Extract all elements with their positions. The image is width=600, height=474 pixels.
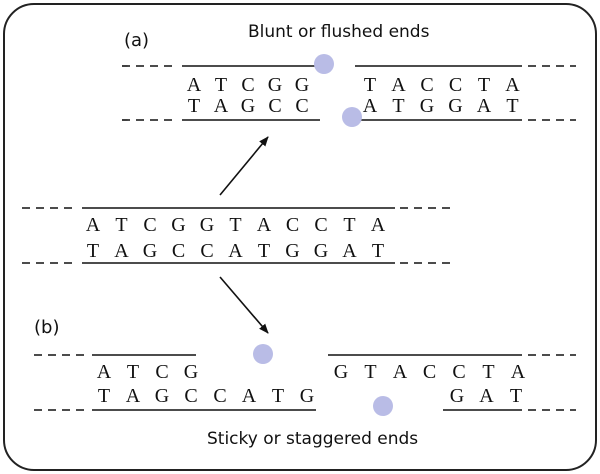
dna-base: T [478,74,490,96]
panel-a-cut-marker-bottom [342,107,362,127]
dna-base: G [420,95,434,117]
dna-base: G [314,240,328,262]
dna-base: T [87,240,99,262]
panel-a-label: (a) [124,30,149,51]
dna-base: A [511,361,526,383]
dna-base: G [268,74,282,96]
dna-base: T [482,361,494,383]
dna-base: A [86,214,101,236]
dna-base: G [450,385,464,407]
dna-base: A [479,385,494,407]
dna-base: T [229,214,241,236]
dna-base: A [477,95,492,117]
dna-base: A [228,240,243,262]
dna-base: A [97,361,112,383]
dna-base: A [505,74,520,96]
dna-base: G [184,361,198,383]
dna-base: G [241,95,255,117]
dna-base: A [187,74,202,96]
panel-a-cut-marker-top [314,54,334,74]
dna-base: G [295,74,309,96]
dna-base: C [295,95,308,117]
dna-base: G [143,240,157,262]
dna-base: C [314,214,327,236]
dna-base: A [363,95,378,117]
panel-b-cut-marker-bottom [373,396,393,416]
dna-base: A [257,214,272,236]
dna-base: T [115,214,127,236]
panel-b-cut-marker-top [253,344,273,364]
arrow-to-panel-a [219,136,269,196]
dna-base: C [420,74,433,96]
dna-base: T [364,74,376,96]
dna-base: A [342,240,357,262]
dna-base: C [268,95,281,117]
dna-base: C [143,214,156,236]
dna-base: T [510,385,522,407]
dna-base: T [215,74,227,96]
dna-base: G [448,95,462,117]
dna-base: G [334,361,348,383]
dna-base: C [241,74,254,96]
panel-b-label: (b) [34,317,59,338]
dna-base: C [184,385,197,407]
dna-base: C [213,385,226,407]
frame [3,3,597,471]
dna-base: T [127,361,139,383]
dna-base: A [242,385,257,407]
dna-base: C [423,361,436,383]
dna-base: G [171,214,185,236]
panel-b-caption: Sticky or staggered ends [207,429,418,449]
dna-base: C [155,361,168,383]
dna-base: T [506,95,518,117]
dna-base: C [452,361,465,383]
dna-base: C [200,240,213,262]
dna-base: T [392,95,404,117]
dna-base: T [343,214,355,236]
dna-base: A [371,214,386,236]
dna-base: A [126,385,141,407]
dna-base: C [172,240,185,262]
dna-base: T [272,385,284,407]
dna-base: A [214,95,229,117]
dna-base: T [98,385,110,407]
dna-base: G [155,385,169,407]
dna-base: G [300,385,314,407]
dna-base: C [449,74,462,96]
panel-a-caption: Blunt or flushed ends [248,22,430,42]
dna-base: T [364,361,376,383]
dna-base: T [188,95,200,117]
dna-base: G [285,240,299,262]
dna-base: G [200,214,214,236]
dna-base: A [114,240,129,262]
arrow-to-panel-b [219,276,269,334]
dna-base: T [372,240,384,262]
dna-base: C [286,214,299,236]
dna-base: A [393,361,408,383]
dna-base: A [391,74,406,96]
dna-base: T [258,240,270,262]
